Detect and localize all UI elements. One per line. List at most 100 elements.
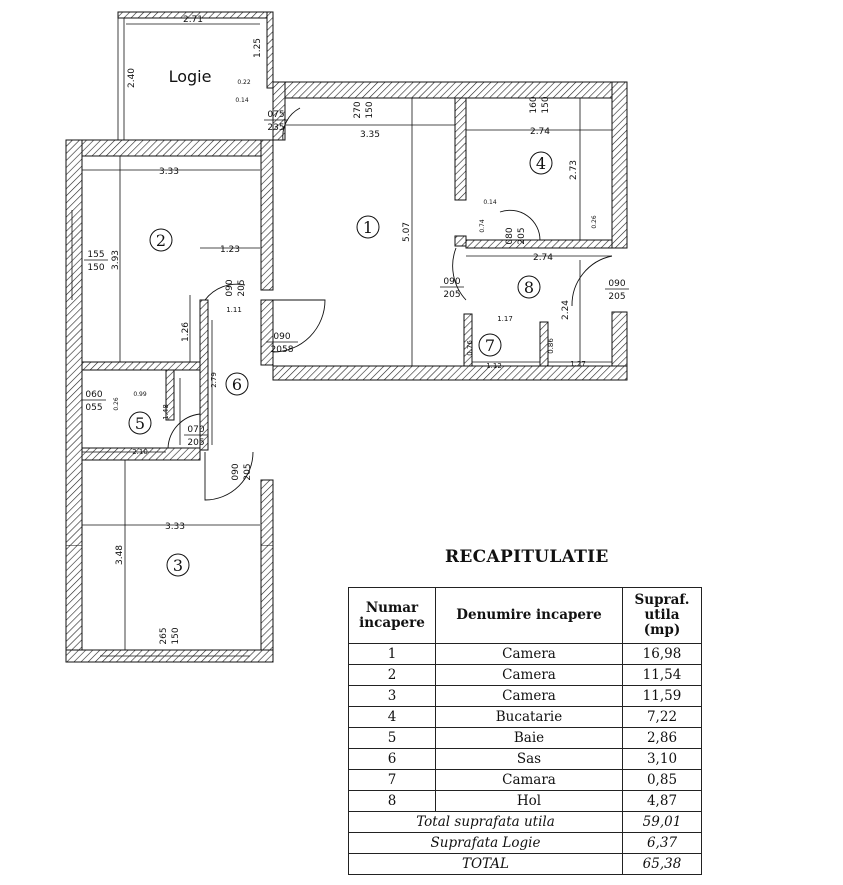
row-area: 11,59: [622, 685, 702, 707]
thin-lines-lower: [100, 545, 250, 657]
dim-hol-h: 2.24: [561, 300, 571, 320]
door-swings: [167, 107, 613, 501]
dim-small-r4b: 0.74: [479, 219, 486, 233]
room-6-number: 6: [232, 375, 242, 394]
dim-logie-w: 2.71: [183, 15, 203, 25]
row-nr: 4: [348, 706, 436, 728]
total-area: 6,37: [622, 832, 702, 854]
dim-r3-h-lower: 3.48: [115, 545, 125, 565]
dim-d8r-top: 090: [608, 279, 625, 289]
dim-r3-w: 3.33: [165, 522, 185, 532]
row-area: 2,86: [622, 727, 702, 749]
recap-title: RECAPITULATIE: [445, 547, 609, 567]
dim-r5-side: 0.26: [113, 397, 120, 411]
row-area: 0,85: [622, 769, 702, 791]
row-nr: 5: [348, 727, 436, 749]
walls-lower: [65, 545, 274, 663]
header-suprafata: Supraf. utila (mp): [622, 587, 702, 644]
dim-hol-w: 2.74: [533, 253, 553, 263]
room-3-lower: 3 3.48 265 150: [115, 545, 190, 645]
dim-d8r-bot: 205: [608, 292, 625, 302]
dim-small-r4: 0.14: [483, 199, 497, 206]
row-name: Hol: [435, 790, 623, 812]
dim-d4-top: 080: [505, 227, 515, 244]
dim-win-logie-top: 075: [267, 110, 284, 120]
room-5-number: 5: [135, 414, 145, 433]
dim-d1-bot: 2058: [271, 345, 294, 355]
total-label: TOTAL: [348, 853, 623, 875]
room-1-number: 1: [363, 218, 373, 237]
row-name: Camera: [435, 643, 623, 665]
dim-r3-win-top-lower: 265: [159, 627, 169, 644]
total-area: 59,01: [622, 811, 702, 833]
dim-win-r1-bot: 150: [365, 101, 375, 118]
dim-win-logie-bot: 235: [267, 123, 284, 133]
dim-r5-h: 1.48: [162, 404, 170, 420]
dim-r5-w: 2.10: [132, 448, 148, 456]
row-nr: 2: [348, 664, 436, 686]
room-4-number: 4: [536, 154, 546, 173]
dim-d5-bot: 205: [187, 438, 204, 448]
row-nr: 1: [348, 643, 436, 665]
dim-r7-side: 0.86: [547, 338, 555, 354]
dim-r5-small: 0.99: [133, 391, 147, 398]
dim-r4-win-bot: 150: [541, 96, 551, 113]
row-area: 4,87: [622, 790, 702, 812]
recap-header-row: Numar incapere Denumire incapere Supraf.…: [348, 587, 702, 644]
dim-r5-win-top: 060: [85, 390, 102, 400]
dim-r4-h: 2.73: [569, 160, 579, 180]
dim-win-r1-top: 270: [353, 101, 363, 118]
row-nr: 8: [348, 790, 436, 812]
dim-r2-w: 3.33: [159, 167, 179, 177]
row-area: 3,10: [622, 748, 702, 770]
walls: [65, 11, 628, 545]
row-area: 16,98: [622, 643, 702, 665]
total-area: 65,38: [622, 853, 702, 875]
floor-plan-lower: 3 3.48 265 150: [65, 545, 274, 663]
dim-d6-bot: 205: [243, 463, 253, 480]
dim-logie-small2: 0.14: [235, 97, 249, 104]
dim-r2-win-bot: 150: [87, 263, 104, 273]
dim-r7-w: 1.12: [486, 362, 502, 370]
row-area: 11,54: [622, 664, 702, 686]
row-area: 7,22: [622, 706, 702, 728]
dim-d8l-top: 090: [443, 277, 460, 287]
dim-r5-win-bot: 055: [85, 403, 102, 413]
dim-d1-top: 090: [273, 332, 290, 342]
dim-r7-right: 1.27: [570, 360, 586, 368]
recap-table: Numar incapere Denumire incapere Supraf.…: [348, 587, 702, 875]
row-name: Sas: [435, 748, 623, 770]
dim-sas-h: 2.79: [210, 372, 218, 388]
row-nr: 3: [348, 685, 436, 707]
row-name: Camera: [435, 685, 623, 707]
row-nr: 6: [348, 748, 436, 770]
dim-r4-small: 0.26: [591, 215, 598, 229]
dimension-texts: 2.71 2.40 1.25 0.22 0.14 075 235 270 150…: [82, 15, 629, 545]
dim-r3-win-bot-lower: 150: [171, 627, 181, 644]
dim-r7-h: 0.76: [466, 340, 474, 356]
room-3-number-lower: 3: [173, 556, 183, 575]
row-name: Baie: [435, 727, 623, 749]
dim-d6-top: 090: [231, 463, 241, 480]
room-8-number: 8: [524, 278, 534, 297]
dim-logie-h: 2.40: [127, 68, 137, 88]
room-7-number: 7: [485, 336, 495, 355]
header-numar: Numar incapere: [348, 587, 436, 644]
dim-d2-top: 090: [225, 279, 235, 296]
dim-r1-h: 5.07: [402, 222, 412, 242]
row-name: Camera: [435, 664, 623, 686]
dim-r2-inner: 1.23: [220, 245, 240, 255]
room-labels: 1 2 3 4 5 6 7 8 Logie: [128, 67, 553, 435]
dim-r2-win-top: 155: [87, 250, 104, 260]
dim-d8l-bot: 205: [443, 290, 460, 300]
total-label: Suprafata Logie: [348, 832, 623, 854]
dim-1-11: 1.11: [226, 306, 242, 314]
header-denumire: Denumire incapere: [435, 587, 623, 644]
